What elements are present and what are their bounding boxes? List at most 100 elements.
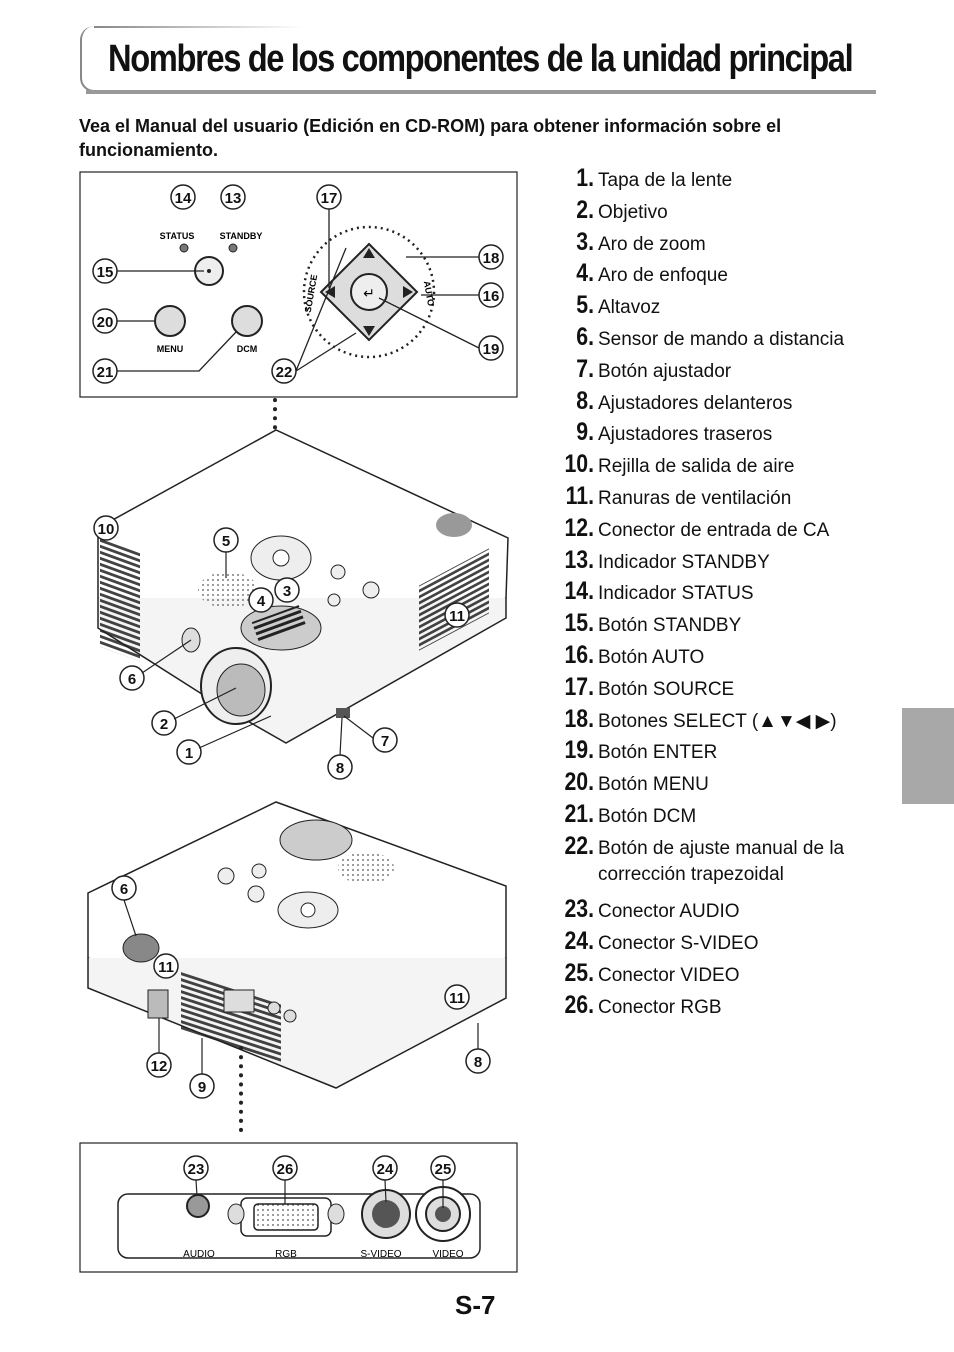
list-item: 16.Botón AUTO [554,641,894,673]
item-label: Ajustadores delanteros [598,392,793,414]
item-number: 12. [564,513,594,542]
dcm-label: DCM [237,344,258,354]
callout-3: 3 [274,577,300,603]
callout-17: 17 [316,184,342,210]
callout-22: 22 [271,358,297,384]
svg-text:14: 14 [175,190,192,207]
list-item: 1.Tapa de la lente [554,164,894,196]
callout-6b: 6 [111,875,137,901]
list-item: 4.Aro de enfoque [554,259,894,291]
svg-text:1: 1 [185,745,193,762]
svg-text:8: 8 [336,760,344,777]
video-label: VIDEO [432,1249,463,1260]
svg-text:2: 2 [160,716,168,733]
item-label: Conector VIDEO [598,964,740,986]
item-number: 4. [576,259,594,288]
standby-indicator [228,243,238,253]
svg-text:20: 20 [97,314,114,331]
item-number: 9. [576,418,594,447]
item-label: Conector RGB [598,996,722,1018]
list-item: 13.Indicador STANDBY [554,546,894,578]
callout-11a: 11 [444,602,470,628]
section-tab [902,708,954,804]
list-item: 14.Indicador STATUS [554,577,894,609]
svg-text:4: 4 [257,593,266,610]
callout-16: 16 [478,282,504,308]
callout-11c: 11 [444,984,470,1010]
svg-text:8: 8 [474,1054,482,1071]
select-pad-ring [302,225,436,359]
item-number: 14. [564,577,594,606]
control-panel-box [79,171,518,398]
item-number: 18. [564,704,594,733]
item-number: 11. [565,481,594,510]
list-item: 10.Rejilla de salida de aire [554,450,894,482]
svg-text:12: 12 [151,1058,168,1075]
item-number: 23. [564,895,594,924]
standby-label: STANDBY [220,231,263,241]
svg-text:26: 26 [277,1161,294,1178]
list-item: 25.Conector VIDEO [554,959,894,991]
svg-text:10: 10 [98,521,115,538]
item-number: 25. [564,958,594,987]
item-label: Conector de entrada de CA [598,519,830,541]
svg-text:6: 6 [120,881,128,898]
list-item: 26.Conector RGB [554,991,894,1023]
list-item: 17.Botón SOURCE [554,673,894,705]
list-item: 23.Conector AUDIO [554,895,894,927]
title-frame-top [94,26,304,28]
item-number: 3. [576,227,594,256]
svg-text:11: 11 [449,990,465,1007]
list-item: 21.Botón DCM [554,800,894,832]
list-item: 12.Conector de entrada de CA [554,514,894,546]
list-item: 3.Aro de zoom [554,228,894,260]
list-item: 2.Objetivo [554,196,894,228]
item-label: Ranuras de ventilación [598,487,792,509]
audio-label: AUDIO [183,1249,215,1260]
svg-text:7: 7 [381,733,389,750]
list-item: 5.Altavoz [554,291,894,323]
item-label: Botón DCM [598,805,697,827]
svg-text:23: 23 [188,1161,205,1178]
status-indicator [179,243,189,253]
callout-2: 2 [151,710,177,736]
callout-13: 13 [220,184,246,210]
svg-text:18: 18 [483,250,500,267]
item-label: Botón MENU [598,774,709,796]
svg-text:5: 5 [222,533,230,550]
item-number: 8. [576,386,594,415]
item-number: 19. [564,736,594,765]
svg-text:16: 16 [483,288,500,305]
svg-text:15: 15 [97,264,114,281]
list-item: 18.Botones SELECT (▲▼◀ ▶) [554,705,894,737]
item-label: Objetivo [598,201,668,223]
callout-18: 18 [478,244,504,270]
item-label: Ajustadores traseros [598,424,773,446]
projector-front-view [97,429,509,744]
item-label: Aro de zoom [598,233,706,255]
status-label: STATUS [160,231,195,241]
item-number: 17. [564,672,594,701]
callout-8a: 8 [327,754,353,780]
list-item: 11.Ranuras de ventilación [554,482,894,514]
item-number: 6. [576,322,594,351]
callout-11b: 11 [153,953,179,979]
item-number: 15. [564,609,594,638]
item-label: Conector AUDIO [598,901,740,923]
svg-text:9: 9 [198,1079,206,1096]
svg-text:11: 11 [158,959,174,976]
svideo-label: S-VIDEO [360,1249,401,1260]
item-number: 10. [564,450,594,479]
callout-19: 19 [478,335,504,361]
item-number: 22. [564,831,594,860]
item-number: 26. [564,990,594,1019]
callout-8b: 8 [465,1048,491,1074]
svg-text:13: 13 [225,190,242,207]
callout-9: 9 [189,1073,215,1099]
item-label: Rejilla de salida de aire [598,456,795,478]
list-item: 8.Ajustadores delanteros [554,387,894,419]
svg-text:↵: ↵ [363,285,375,301]
svg-text:3: 3 [283,583,291,600]
item-label: Aro de enfoque [598,265,728,287]
